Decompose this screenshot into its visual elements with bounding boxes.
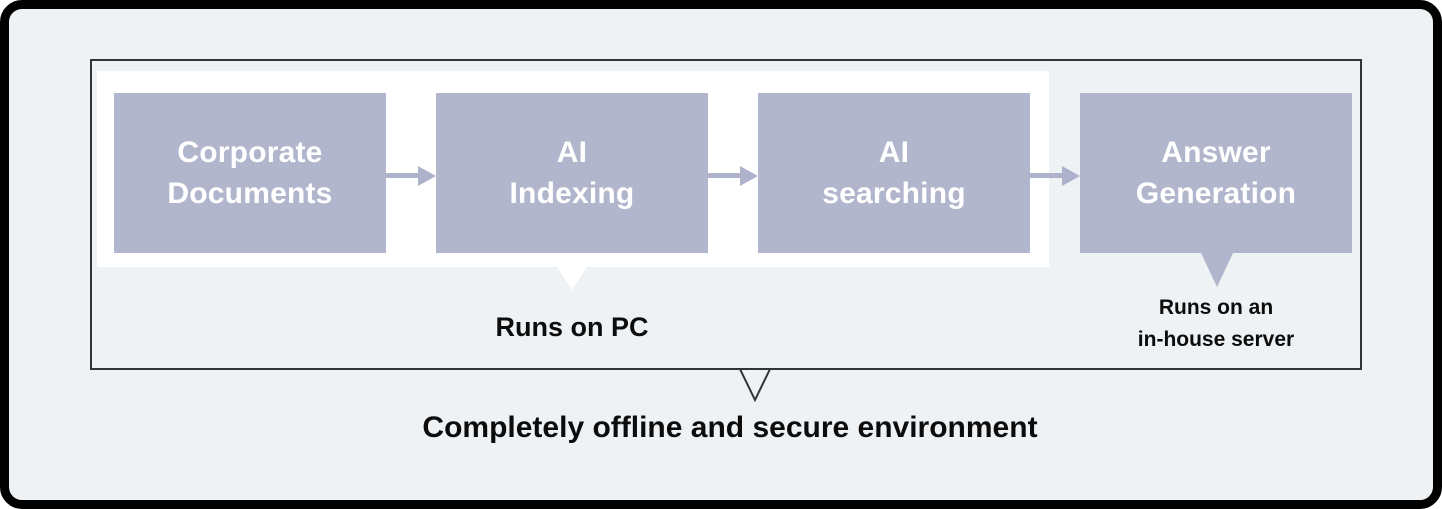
offline-environment-region xyxy=(90,59,1362,403)
step-box-ai-indexing[interactable]: AI Indexing xyxy=(436,93,708,253)
callout-label-offline-secure-environment: Completely offline and secure environmen… xyxy=(422,411,1038,444)
step-label-line2: Indexing xyxy=(509,177,635,210)
step-label-line2: searching xyxy=(822,177,966,210)
step-label-line2: Generation xyxy=(1135,177,1297,210)
step-label-line1: Corporate xyxy=(177,135,323,169)
step-label-line1: AI xyxy=(556,135,588,169)
callout-label-runs-on-in-house-server: Runs on an in-house server xyxy=(1097,292,1335,355)
runs-on-pc-band-notch-icon xyxy=(557,267,587,290)
process-flow: Corporate Documents AI Indexing AI searc… xyxy=(9,9,1433,500)
arrow-shaft xyxy=(708,173,744,178)
step-label-line2: Documents xyxy=(167,177,333,210)
region-outline-path xyxy=(90,59,1362,403)
arrow-shaft xyxy=(1030,173,1066,178)
callout-label-line2: in-house server xyxy=(1137,327,1295,351)
step-box-ai-searching[interactable]: AI searching xyxy=(758,93,1030,253)
step-label-line1: Answer xyxy=(1161,135,1271,169)
step-box-corporate-documents[interactable]: Corporate Documents xyxy=(114,93,386,253)
arrow-right-icon-searching-to-generation xyxy=(1030,166,1080,186)
step-label-line1: AI xyxy=(878,135,910,169)
callout-label-runs-on-pc: Runs on PC xyxy=(495,312,649,342)
arrow-head xyxy=(418,166,436,186)
step-box-answer-generation[interactable]: Answer Generation xyxy=(1080,93,1352,253)
arrow-head xyxy=(740,166,758,186)
callout-label-line1: Runs on an xyxy=(1158,296,1274,319)
answer-generation-callout-notch-icon xyxy=(1201,253,1233,287)
arrow-shaft xyxy=(386,173,422,178)
arrow-right-icon-documents-to-indexing xyxy=(386,166,436,186)
arrow-head xyxy=(1062,166,1080,186)
arrow-right-icon-indexing-to-searching xyxy=(708,166,758,186)
